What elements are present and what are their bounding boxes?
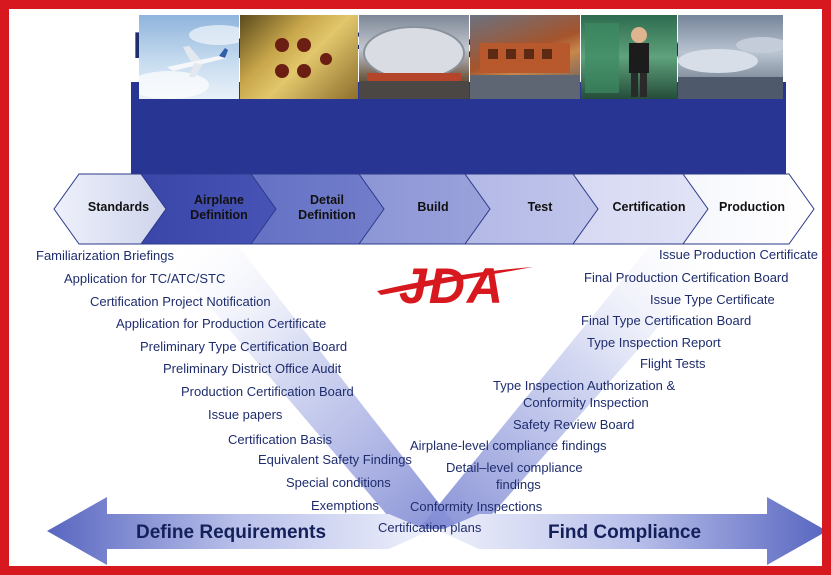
compliance-item: Final Type Certification Board [581,313,752,328]
compliance-item: Conformity Inspections [410,499,543,514]
define-item: Equivalent Safety Findings [258,452,412,467]
find-compliance-band [419,247,729,529]
compliance-item: Airplane-level compliance findings [410,438,607,453]
define-item: Preliminary Type Certification Board [140,339,348,354]
define-item: Exemptions [311,498,379,513]
stage-production-chevron [682,173,815,245]
stage-label-line: Standards [87,200,150,214]
compliance-item: Type Inspection Authorization & [493,378,676,393]
stage-chevron-row [53,173,815,245]
airframe-part-photo [240,15,358,99]
logo-text: JDA [399,258,506,314]
jda-logo: JDA [375,253,535,315]
compliance-item: Conformity Inspection [523,395,649,410]
define-requirements-band [159,247,459,529]
compliance-item: Issue Type Certificate [650,292,775,307]
fuselage-icon [359,26,469,99]
define-item: Issue papers [208,407,283,422]
stage-label-line: Airplane [193,193,244,207]
engineer-inspection-photo [581,15,677,99]
stage-label-detail-definition: Detail Definition [277,193,377,223]
stage-label-line: Build [417,200,449,214]
compliance-item: Flight Tests [640,356,706,371]
stage-label-build: Build [383,200,483,215]
stage-label-line: Production [719,200,785,214]
stage-label-line: Definition [190,208,248,222]
stage-label-test: Test [490,200,590,215]
find-compliance-label: Find Compliance [548,522,702,543]
compliance-item: Type Inspection Report [587,335,721,350]
logo-swoosh-icon [377,267,533,295]
define-item: Certification Basis [228,432,333,447]
compliance-item: Detail–level compliance [446,460,583,475]
stage-label-production: Production [703,200,801,215]
compliance-item: Issue Production Certificate [659,247,818,262]
define-item: Application for TC/ATC/STC [64,271,226,286]
define-item: Certification Project Notification [90,294,271,309]
airplane-in-flight-photo [139,15,239,99]
define-item: Familiarization Briefings [36,248,174,263]
machinery-icon [470,43,580,99]
person-icon [585,23,649,97]
find-compliance-arrow [439,497,822,565]
stage-label-standards: Standards [71,200,166,215]
stage-label-line: Test [527,200,553,214]
stage-label-line: Definition [298,208,356,222]
flow-graphics [47,247,822,565]
airplane-icon [139,25,239,99]
stage-label-certification: Certification [597,200,701,215]
stage-label-airplane-definition: Airplane Definition [169,193,269,223]
define-requirements-label: Define Requirements [136,522,327,543]
fuselage-assembly-photo [359,15,469,99]
assembly-line-icon [678,37,783,99]
factory-floor-photo [470,15,580,99]
compliance-item: Final Production Certification Board [584,270,789,285]
production-line-photo [678,15,783,99]
define-item: Certification plans [378,520,482,535]
define-requirements-arrow [47,497,429,565]
define-item: Special conditions [286,475,391,490]
define-item: Preliminary District Office Audit [163,361,342,376]
stage-label-line: Detail [309,193,345,207]
define-item: Production Certification Board [181,384,354,399]
define-item: Application for Production Certificate [116,316,327,331]
stage-label-line: Certification [612,200,686,214]
bolts-icon [275,38,332,78]
compliance-item: Safety Review Board [513,417,635,432]
compliance-item: findings [496,477,541,492]
